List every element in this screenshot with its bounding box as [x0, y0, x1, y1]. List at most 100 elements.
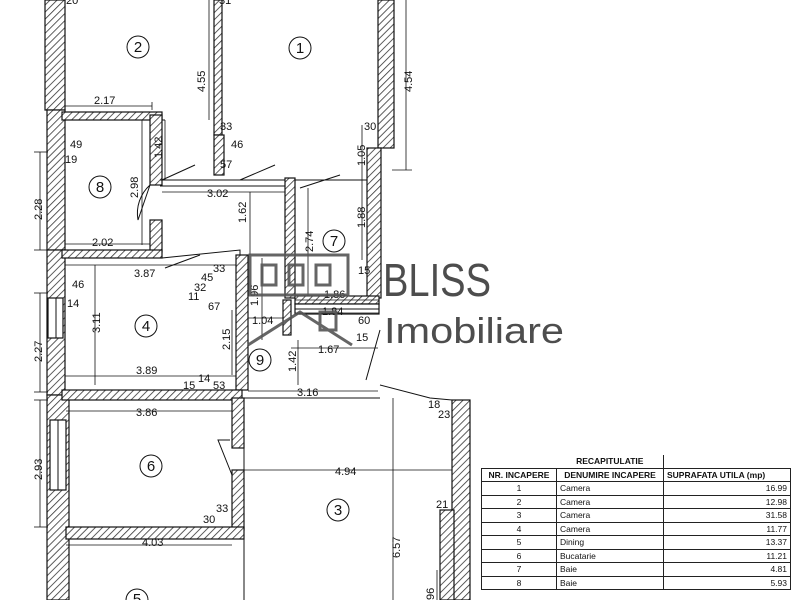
row-name: Dining [556, 535, 664, 550]
door-room2 [161, 164, 196, 181]
room-number-8: 8 [88, 175, 112, 199]
row-area: 4.81 [663, 562, 791, 577]
room-number-3: 3 [326, 498, 350, 522]
row-area: 11.21 [663, 548, 791, 563]
wall-right-lower [451, 399, 471, 600]
recap-header-nr: NR. INCAPERE [481, 467, 557, 482]
dim-14-a: 14 [67, 298, 79, 310]
room-number-1: 1 [288, 36, 312, 60]
dim-30-b: 30 [203, 514, 215, 526]
dim-1-05: 1.05 [356, 145, 368, 166]
svg-text:2: 2 [134, 39, 142, 56]
wall-hall-right [284, 177, 296, 299]
row-nr: 4 [481, 521, 557, 536]
dim-15-a: 15 [358, 265, 370, 277]
dim-3-02: 3.02 [207, 188, 228, 200]
dim-3-16: 3.16 [297, 387, 318, 399]
dim-96: 96 [425, 588, 437, 600]
dim-15-c: 15 [183, 380, 195, 392]
dim-20: 20 [66, 0, 78, 7]
door-room6 [217, 439, 233, 476]
dim-2-17: 2.17 [94, 95, 115, 107]
row-name: Camera [556, 521, 664, 536]
row-nr: 7 [481, 562, 557, 577]
dim-3-11: 3.11 [91, 312, 103, 333]
dim-6-57: 6.57 [391, 537, 403, 558]
dim-4-03: 4.03 [142, 537, 163, 549]
logo-brand: BLISS [383, 254, 491, 306]
room-number-2: 2 [126, 35, 150, 59]
row-nr: 6 [481, 548, 557, 563]
row-name: Baie [556, 575, 664, 590]
dim-33-c: 33 [216, 503, 228, 515]
row-area: 5.93 [663, 575, 791, 590]
dim-18: 18 [428, 399, 440, 411]
wall-right-upper [377, 0, 395, 149]
door-room8 [136, 184, 151, 221]
dim-30-a: 30 [364, 121, 376, 133]
dim-19: 19 [65, 154, 77, 166]
wall-1-2-lower [213, 134, 225, 176]
recap-header-name: DENUMIRE INCAPERE [556, 467, 664, 482]
svg-text:9: 9 [256, 352, 264, 369]
dim-2-15: 2.15 [221, 329, 233, 350]
dim-3-86: 3.86 [136, 407, 157, 419]
recap-title: RECAPITULATIE [556, 455, 664, 469]
room-number-9: 9 [248, 348, 272, 372]
dim-4-55: 4.55 [196, 71, 208, 92]
dim-1-42-a: 1.42 [153, 137, 165, 158]
dim-21: 21 [436, 499, 448, 511]
row-area: 12.98 [663, 494, 791, 509]
wall-1-2 [213, 0, 223, 136]
dim-2-28: 2.28 [33, 199, 45, 220]
row-name: Bucatarie [556, 548, 664, 563]
door-room7 [299, 174, 341, 189]
svg-text:8: 8 [96, 179, 104, 196]
dim-3-87: 3.87 [134, 268, 155, 280]
wall-4-6 [61, 389, 243, 401]
dim-53: 53 [213, 380, 225, 392]
dim-14-b: 14 [198, 373, 210, 385]
wall-6-3-lower [231, 469, 245, 531]
row-area: 13.37 [663, 535, 791, 550]
recap-header-area: SUPRAFATA UTILA (mp) [663, 467, 791, 482]
house-icon [247, 253, 353, 347]
wall-8-4 [61, 249, 163, 259]
svg-text:1: 1 [296, 40, 304, 57]
recap-spacer-2 [664, 455, 791, 468]
row-nr: 1 [481, 481, 557, 496]
door-room1 [239, 164, 276, 181]
dim-15-b: 15 [356, 332, 368, 344]
dim-1-88: 1.88 [356, 207, 368, 228]
dim-2-93: 2.93 [33, 459, 45, 480]
dim-2-02: 2.02 [92, 237, 113, 249]
door-dining [365, 329, 381, 381]
recap-header-row: NR. INCAPERE DENUMIRE INCAPERE SUPRAFATA… [481, 467, 791, 482]
recap-spacer [482, 455, 557, 468]
dim-60: 60 [358, 315, 370, 327]
svg-text:4: 4 [142, 318, 150, 335]
wall-room3-column [439, 509, 455, 600]
dim-33-a: 33 [220, 121, 232, 133]
dim-1-67: 1.67 [318, 344, 339, 356]
row-name: Camera [556, 481, 664, 496]
row-name: Baie [556, 562, 664, 577]
row-area: 31.58 [663, 508, 791, 523]
svg-text:3: 3 [334, 502, 342, 519]
table-row: 1 Camera 16.99 [481, 481, 791, 496]
svg-text:7: 7 [330, 233, 338, 250]
dim-67: 67 [208, 301, 220, 313]
dim-1-42-b: 1.42 [287, 351, 299, 372]
wall-left-upper [44, 0, 66, 111]
row-nr: 3 [481, 508, 557, 523]
dim-49: 49 [70, 139, 82, 151]
table-row: 3 Camera 31.58 [481, 508, 791, 523]
dim-45: 45 [201, 272, 213, 284]
row-nr: 8 [481, 575, 557, 590]
wall-6-3 [231, 397, 245, 449]
dim-23: 23 [438, 409, 450, 421]
bliss-logo: BLISS Imobiliare [247, 253, 564, 351]
dim-2-27: 2.27 [33, 341, 45, 362]
wall-left-mid [46, 109, 66, 251]
